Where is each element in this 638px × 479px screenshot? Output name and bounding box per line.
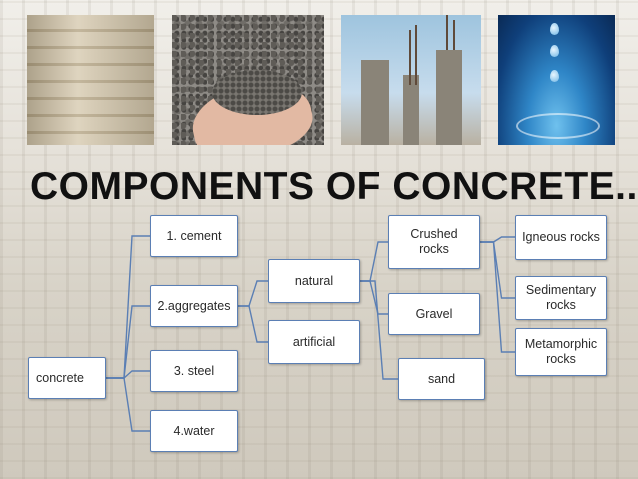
water-drop-photo <box>498 15 615 145</box>
connector-aggregates-to-natural <box>238 280 268 307</box>
node-aggregates: 2.aggregates <box>150 285 238 327</box>
page-title: COMPONENTS OF CONCRETE.. <box>30 165 638 208</box>
connector-natural-to-crushed <box>360 241 388 282</box>
node-cement: 1. cement <box>150 215 238 257</box>
node-gravel: Gravel <box>388 293 480 335</box>
connector-crushed-to-igneous <box>480 236 515 243</box>
node-artificial: artificial <box>268 320 360 364</box>
node-igneous-rocks: Igneous rocks <box>515 215 607 260</box>
gravel-in-hand-photo <box>172 15 324 145</box>
node-steel: 3. steel <box>150 350 238 392</box>
connector-concrete-to-steel <box>106 370 150 379</box>
node-concrete: concrete <box>28 357 106 399</box>
node-water: 4.water <box>150 410 238 452</box>
node-sand: sand <box>398 358 485 400</box>
connector-natural-to-sand <box>360 280 398 380</box>
connector-concrete-to-cement <box>106 235 150 379</box>
node-sedimentary-rocks: Sedimentary rocks <box>515 276 607 320</box>
connector-crushed-to-metamorphic <box>480 241 515 353</box>
node-metamorphic-rocks: Metamorphic rocks <box>515 328 607 376</box>
cement-bags-photo <box>27 15 154 145</box>
steel-columns-photo <box>341 15 481 145</box>
connector-natural-to-gravel <box>360 280 388 315</box>
node-natural: natural <box>268 259 360 303</box>
connector-concrete-to-water <box>106 377 150 432</box>
node-crushed-rocks: Crushed rocks <box>388 215 480 269</box>
connector-aggregates-to-artificial <box>238 305 268 343</box>
